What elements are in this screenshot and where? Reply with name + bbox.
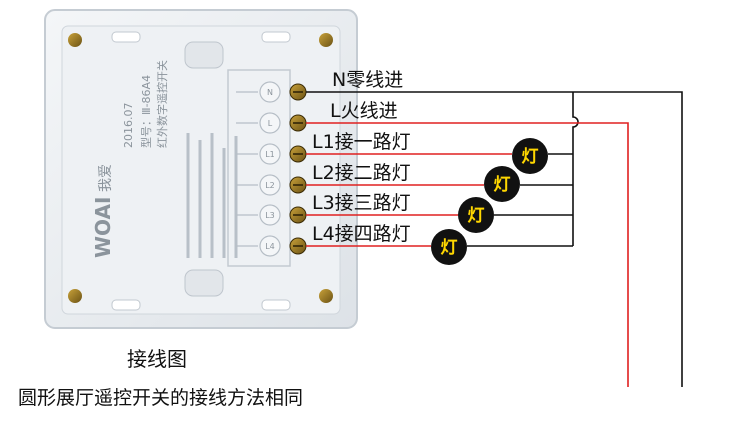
terminal-marker-l [259,112,281,134]
terminal-screw-column [289,83,307,255]
terminal-label-l: L火线进 [330,100,398,122]
lamp-label: 灯 [468,206,485,226]
lamp-label: 灯 [494,175,511,195]
terminal-label-l3: L3接三路灯 [312,192,411,214]
lamp-label: 灯 [522,147,539,167]
wires [306,91,683,387]
terminal-label-l1: L1接一路灯 [312,131,411,153]
terminal-marker-l4 [259,235,281,257]
lamp-label: 灯 [441,238,458,258]
terminal-marker-l2 [259,174,281,196]
terminal-marker-n [259,81,281,103]
diagram-note: 圆形展厅遥控开关的接线方法相同 [18,387,304,409]
mounting-slot-bottom-center [184,269,224,297]
mounting-slot-bottom-right [261,299,291,311]
terminal-marker-text: L3 [265,211,275,220]
terminal-marker-text: N [267,88,273,97]
terminal-marker-text: L2 [265,181,275,190]
lamp-icon [512,138,548,174]
terminal-label-l4: L4接四路灯 [312,223,411,245]
lamp-icon [458,197,494,233]
terminal-marker-text: L1 [265,150,275,159]
terminal-labels: N零线进 L火线进 L1接一路灯 L2接二路灯 L3接三路灯 L4接四路灯 [312,69,411,245]
terminal-label-l2: L2接二路灯 [312,162,411,184]
terminal-marker-text: L [268,119,273,128]
wire-live [306,122,629,387]
wire-neutral-bus [572,92,579,246]
terminal-marker-l3 [259,204,281,226]
device-name: 红外数字遥控开关 [155,60,169,148]
device-label: WOAI 我爱 2016.07 型号：Ⅲ-86A4 红外数字遥控开关 [91,60,238,258]
mounting-slot-bottom-left [111,299,141,311]
diagram-title: 接线图 [127,347,187,371]
lamp-icon [484,166,520,202]
switch-module: WOAI 我爱 2016.07 型号：Ⅲ-86A4 红外数字遥控开关 N L L1L… [44,9,358,329]
screw-icon [68,33,82,47]
lamp-icon [431,229,467,265]
screw-icon [319,33,333,47]
device-brand-cn: 我爱 [98,164,114,192]
screw-icon [319,289,333,303]
wire-neutral [306,91,683,387]
mounting-slot-top-center [184,41,224,69]
device-brand: WOAI [91,197,115,258]
terminal-label-n: N零线进 [332,69,403,91]
mounting-slot-top-left [111,31,141,43]
terminal-marker-text: L4 [265,242,275,251]
terminal-marker-l1 [259,143,281,165]
device-model: 型号：Ⅲ-86A4 [139,75,153,148]
screw-icon [68,289,82,303]
mounting-slot-top-right [261,31,291,43]
terminal-strip [227,69,291,267]
device-date: 2016.07 [122,103,135,149]
